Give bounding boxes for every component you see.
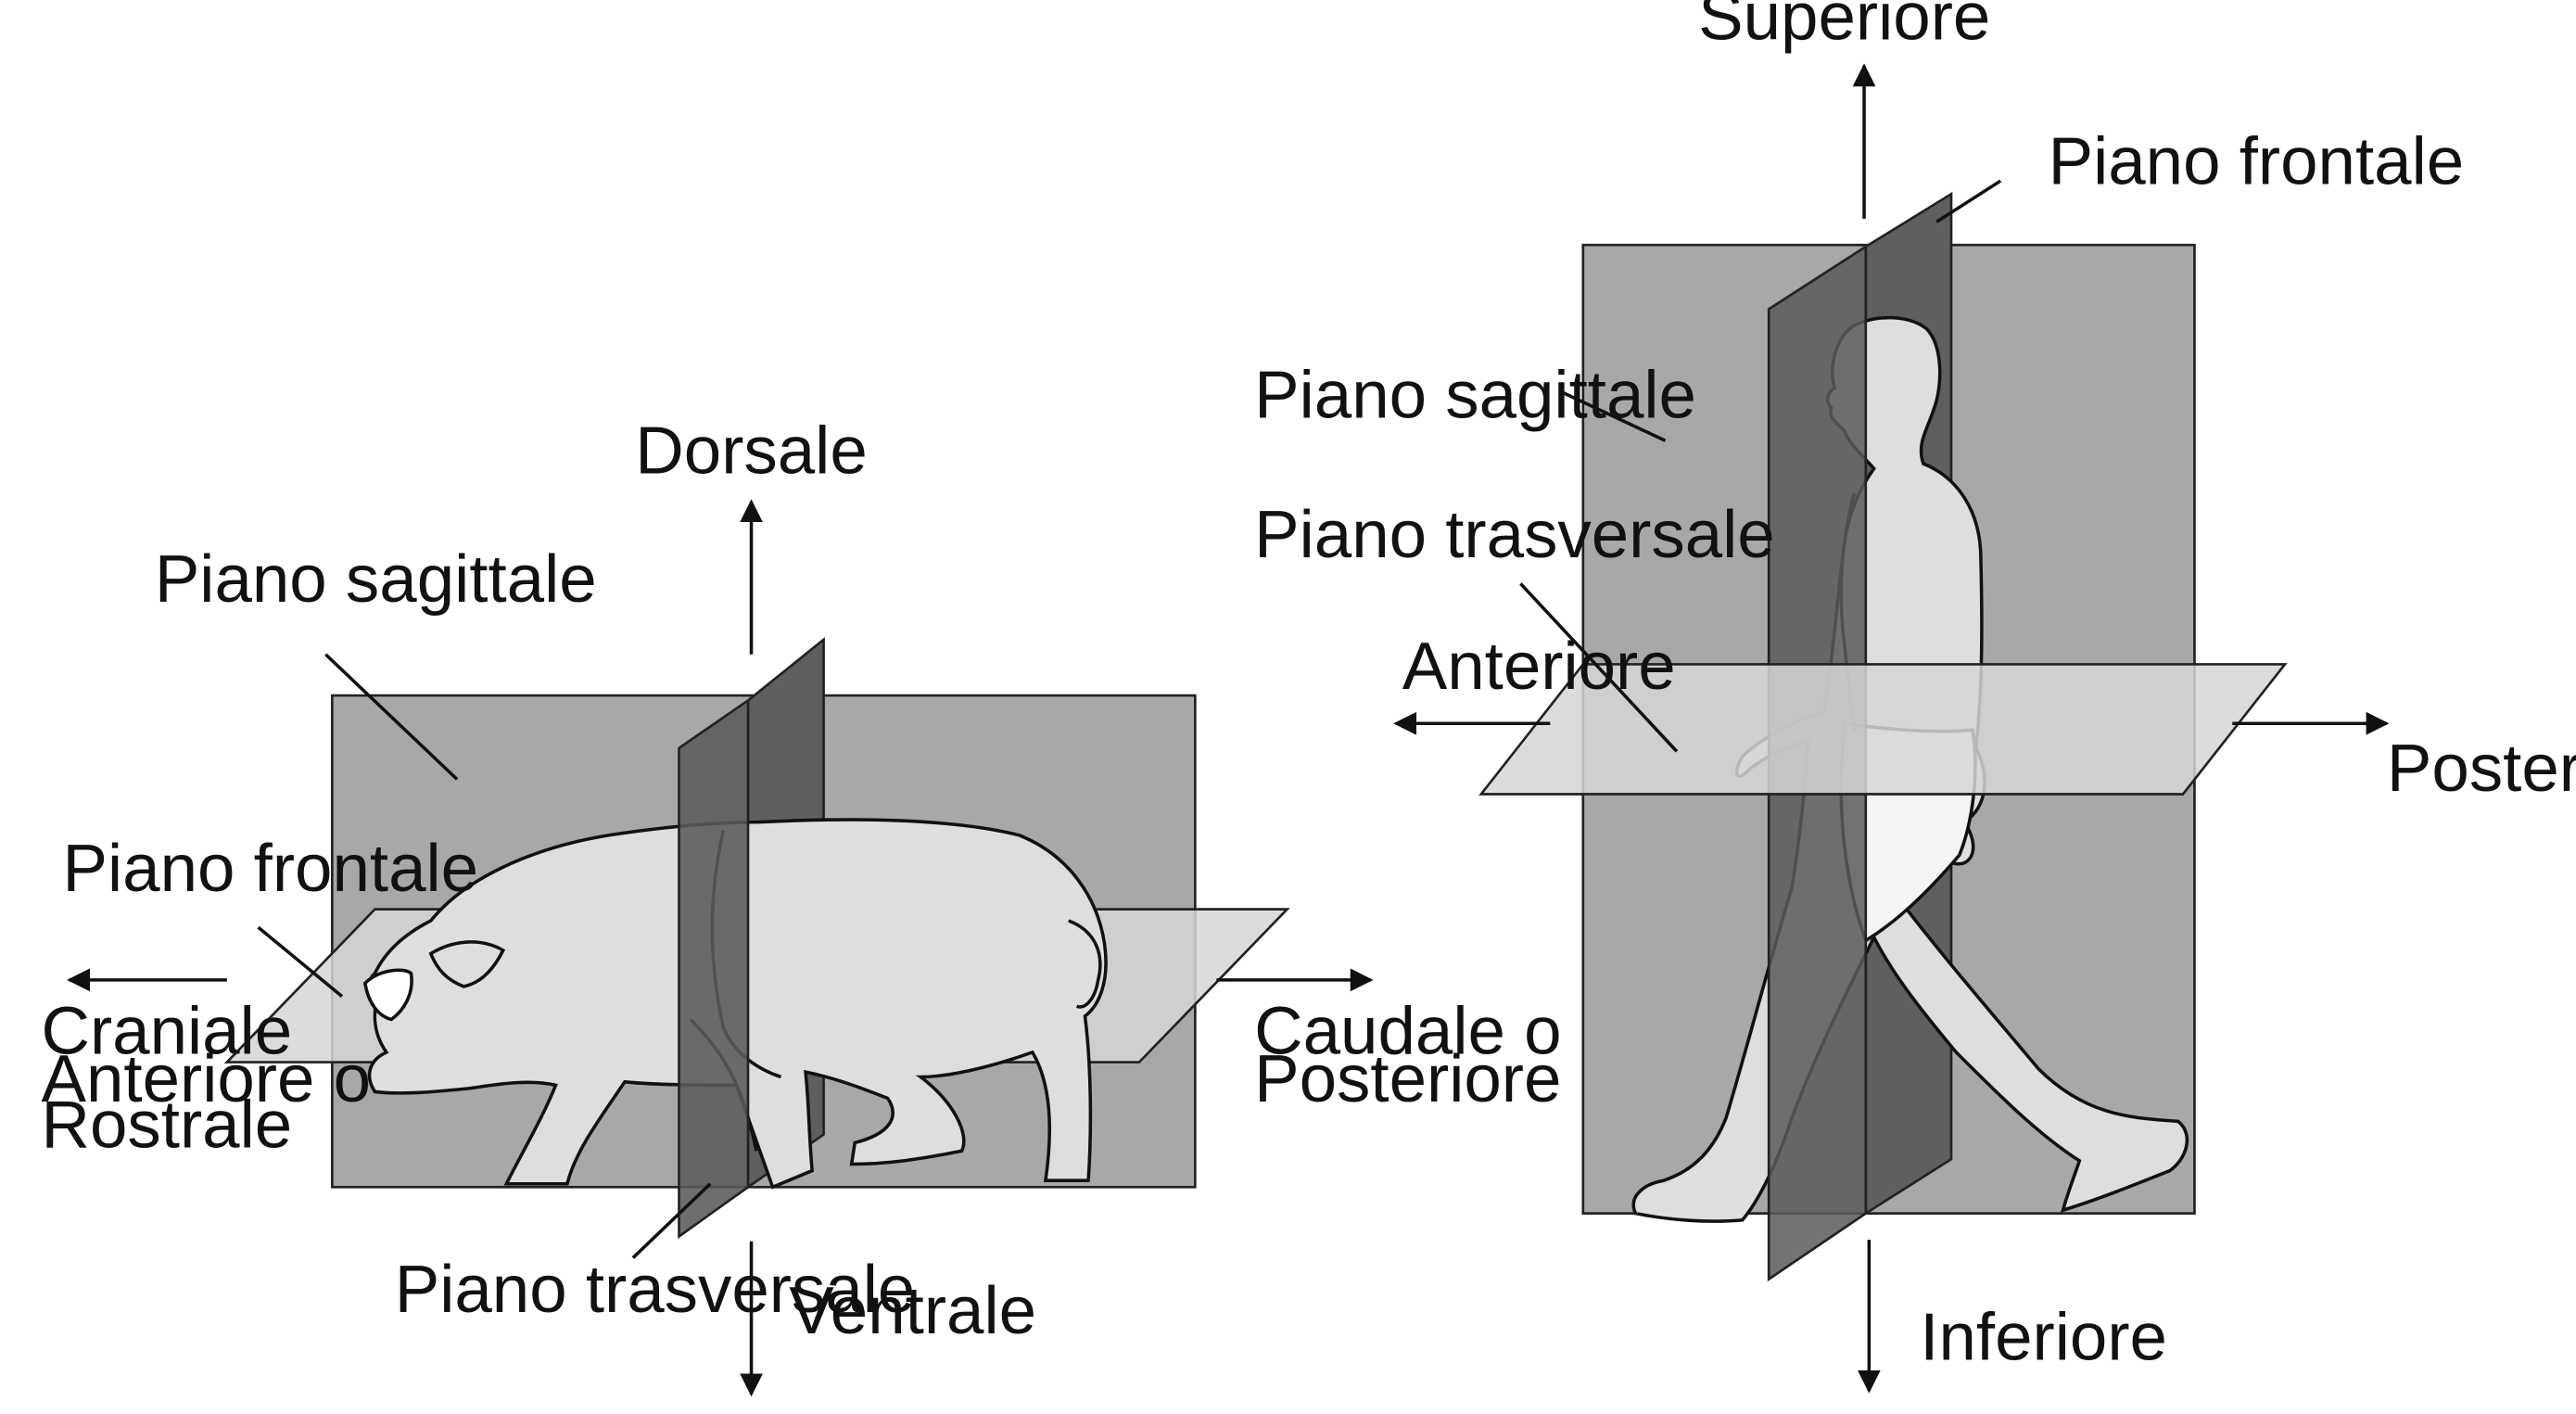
quadruped-sagittal-leader bbox=[324, 653, 459, 781]
cranial-label-line1: Craniale bbox=[41, 994, 292, 1069]
posterior-label: Posteriore bbox=[2387, 731, 2576, 806]
anterior-label: Anteriore bbox=[1402, 629, 1676, 704]
caudal-label-line2: Posteriore bbox=[1254, 1041, 1561, 1116]
ventral-label: Ventrale bbox=[789, 1273, 1036, 1348]
caudal-label-line1: Caudale o bbox=[1254, 994, 1561, 1069]
quadruped-figure: Dorsale Ventrale Piano sagittale Piano f… bbox=[41, 414, 1562, 1397]
human-frontal-leader bbox=[1935, 179, 2002, 223]
quadruped-frontal-leader bbox=[257, 925, 344, 998]
pig-ear bbox=[428, 940, 506, 988]
human-transverse-plane bbox=[1478, 663, 2288, 796]
pig-snout bbox=[362, 968, 413, 1022]
human-figure: Superiore Inferiore Piano frontale Piano… bbox=[1254, 0, 2576, 1394]
quadruped-transverse-label: Piano trasversale bbox=[395, 1252, 916, 1327]
human-transverse-leader bbox=[1519, 582, 1679, 753]
quadruped-sagittal-label: Piano sagittale bbox=[155, 541, 597, 617]
superior-label: Superiore bbox=[1698, 0, 1990, 55]
cranial-label-line2: Anteriore o bbox=[41, 1041, 371, 1116]
human-sagittal-leader bbox=[1559, 389, 1667, 442]
pig-tail bbox=[1068, 919, 1102, 1009]
inferior-label: Inferiore bbox=[1920, 1299, 2167, 1374]
quadruped-transverse-leader bbox=[631, 1182, 712, 1259]
quadruped-frontal-label: Piano frontale bbox=[63, 831, 479, 906]
human-sagittal-label: Piano sagittale bbox=[1254, 357, 1696, 432]
dorsal-label: Dorsale bbox=[635, 414, 867, 489]
quadruped-transverse-plane bbox=[678, 697, 750, 1240]
cranial-label-line3: Rostrale bbox=[41, 1088, 292, 1163]
human-transverse-label: Piano trasversale bbox=[1254, 497, 1775, 572]
human-frontal-label: Piano frontale bbox=[2049, 124, 2465, 199]
